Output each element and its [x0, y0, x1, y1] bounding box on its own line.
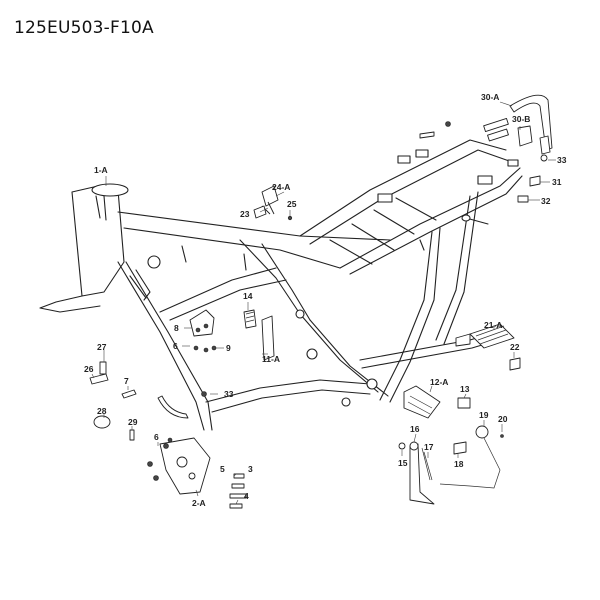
callout-labels: 1-A 23 24-A 25 30-A 30-B 33 31 32 14 8 6…: [84, 92, 567, 508]
side-stand-16: [398, 441, 467, 505]
callout-1a: 1-A: [94, 165, 108, 175]
callout-28: 28: [97, 406, 107, 416]
callout-25: 25: [287, 199, 297, 209]
callout-27: 27: [97, 342, 107, 352]
callout-6-upper: 6: [173, 341, 178, 351]
callout-33-left: 33: [224, 389, 234, 399]
callout-12a: 12-A: [430, 377, 448, 387]
bracket-8: [189, 309, 217, 353]
callout-30a: 30-A: [481, 92, 499, 102]
footrest-12a: [403, 385, 471, 419]
callout-5: 5: [220, 464, 225, 474]
callout-4: 4: [244, 491, 249, 501]
callout-19: 19: [479, 410, 489, 420]
fasteners-top: [419, 121, 548, 203]
callout-33-top: 33: [557, 155, 567, 165]
callout-3: 3: [248, 464, 253, 474]
bolts-3-5: [229, 473, 247, 509]
callout-24a: 24-A: [272, 182, 290, 192]
callout-26: 26: [84, 364, 94, 374]
callout-20: 20: [498, 414, 508, 424]
callout-9: 9: [226, 343, 231, 353]
misc-parts-left: [89, 361, 207, 441]
bracket-24a: [253, 185, 293, 221]
callout-30b: 30-B: [512, 114, 530, 124]
callout-13: 13: [460, 384, 470, 394]
callout-21a: 21-A: [484, 320, 502, 330]
callout-15: 15: [398, 458, 408, 468]
callout-6-lower: 6: [154, 432, 159, 442]
callout-8: 8: [174, 323, 179, 333]
footrest-21a: [455, 323, 521, 371]
callout-22: 22: [510, 342, 520, 352]
engine-plate-2a: [147, 437, 211, 495]
callout-17: 17: [424, 442, 434, 452]
diagram-title: 125EU503-F10A: [14, 18, 154, 38]
sensor-19: [439, 425, 504, 489]
callout-2a: 2-A: [192, 498, 206, 508]
grab-rail-part: [483, 94, 553, 155]
callout-14: 14: [243, 291, 253, 301]
callout-16: 16: [410, 424, 420, 434]
callout-7: 7: [124, 376, 129, 386]
callout-23: 23: [240, 209, 250, 219]
callout-32: 32: [541, 196, 551, 206]
callout-18: 18: [454, 459, 464, 469]
callout-29: 29: [128, 417, 138, 427]
callout-31: 31: [552, 177, 562, 187]
leader-lines: [91, 101, 556, 505]
callout-11a: 11-A: [262, 354, 280, 364]
main-frame: [39, 139, 523, 431]
engine-hanger-11a: [243, 309, 275, 361]
